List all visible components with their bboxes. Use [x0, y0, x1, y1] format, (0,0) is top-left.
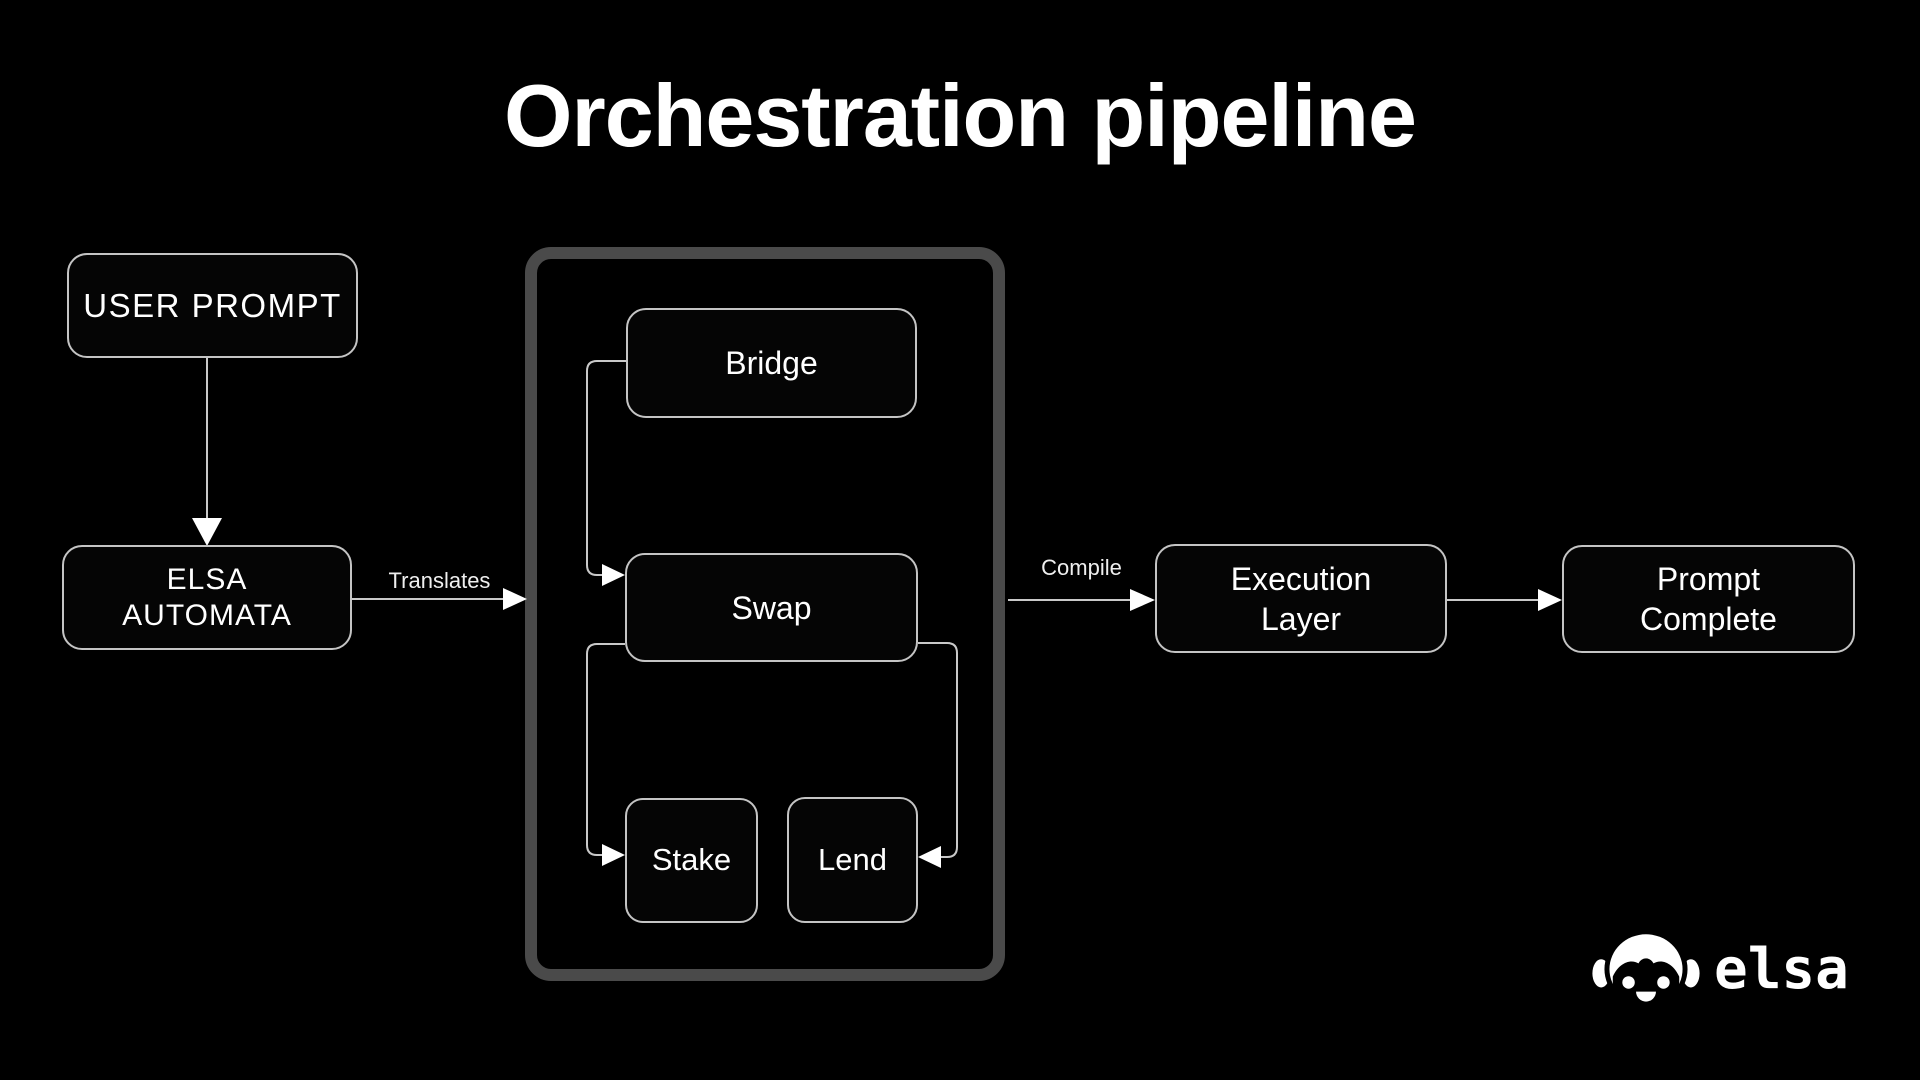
arrowhead-right-icon: [1538, 589, 1562, 611]
node-user-prompt: USER PROMPT: [67, 253, 358, 358]
node-stake: Stake: [625, 798, 758, 923]
node-lend: Lend: [787, 797, 918, 923]
robot-face-icon: [1592, 930, 1700, 1009]
arrowhead-right-icon: [1130, 589, 1155, 611]
page-title: Orchestration pipeline: [504, 66, 1417, 165]
arrowhead-down-icon: [192, 518, 222, 546]
node-prompt-complete: Prompt Complete: [1562, 545, 1855, 653]
node-execution-layer: Execution Layer: [1155, 544, 1447, 653]
node-swap: Swap: [625, 553, 918, 662]
node-bridge: Bridge: [626, 308, 917, 418]
node-elsa-automata: ELSA AUTOMATA: [62, 545, 352, 650]
orchestration-container: [525, 247, 1005, 981]
elsa-logo-text: elsa: [1714, 937, 1849, 1002]
elsa-logo: elsa: [1592, 928, 1849, 1012]
edge-label-translates: Translates: [388, 568, 491, 593]
edge-label-compile: Compile: [1041, 555, 1122, 580]
